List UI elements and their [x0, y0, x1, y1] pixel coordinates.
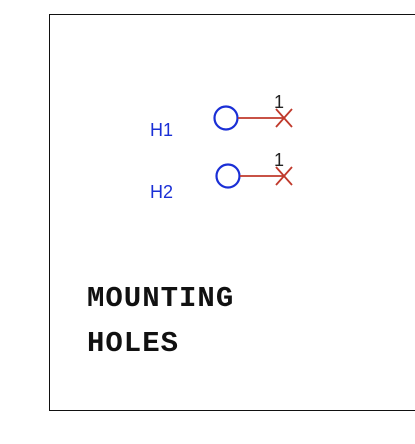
mounting-hole-h1[interactable]: H1 1: [150, 92, 293, 140]
pin-number: 1: [274, 150, 284, 170]
hole-circle-symbol: [215, 163, 241, 189]
no-connect-marker: [275, 166, 293, 186]
refdes-label: H2: [150, 182, 173, 202]
hole-circle-symbol: [213, 105, 239, 131]
refdes-label: H1: [150, 120, 173, 140]
mounting-hole-h2[interactable]: H2 1: [150, 150, 293, 202]
sheet-border: [49, 14, 415, 411]
note-line-2: HOLES: [87, 327, 180, 360]
note-line-1: MOUNTING: [87, 282, 235, 315]
pin-number: 1: [274, 92, 284, 112]
no-connect-marker: [275, 108, 293, 128]
